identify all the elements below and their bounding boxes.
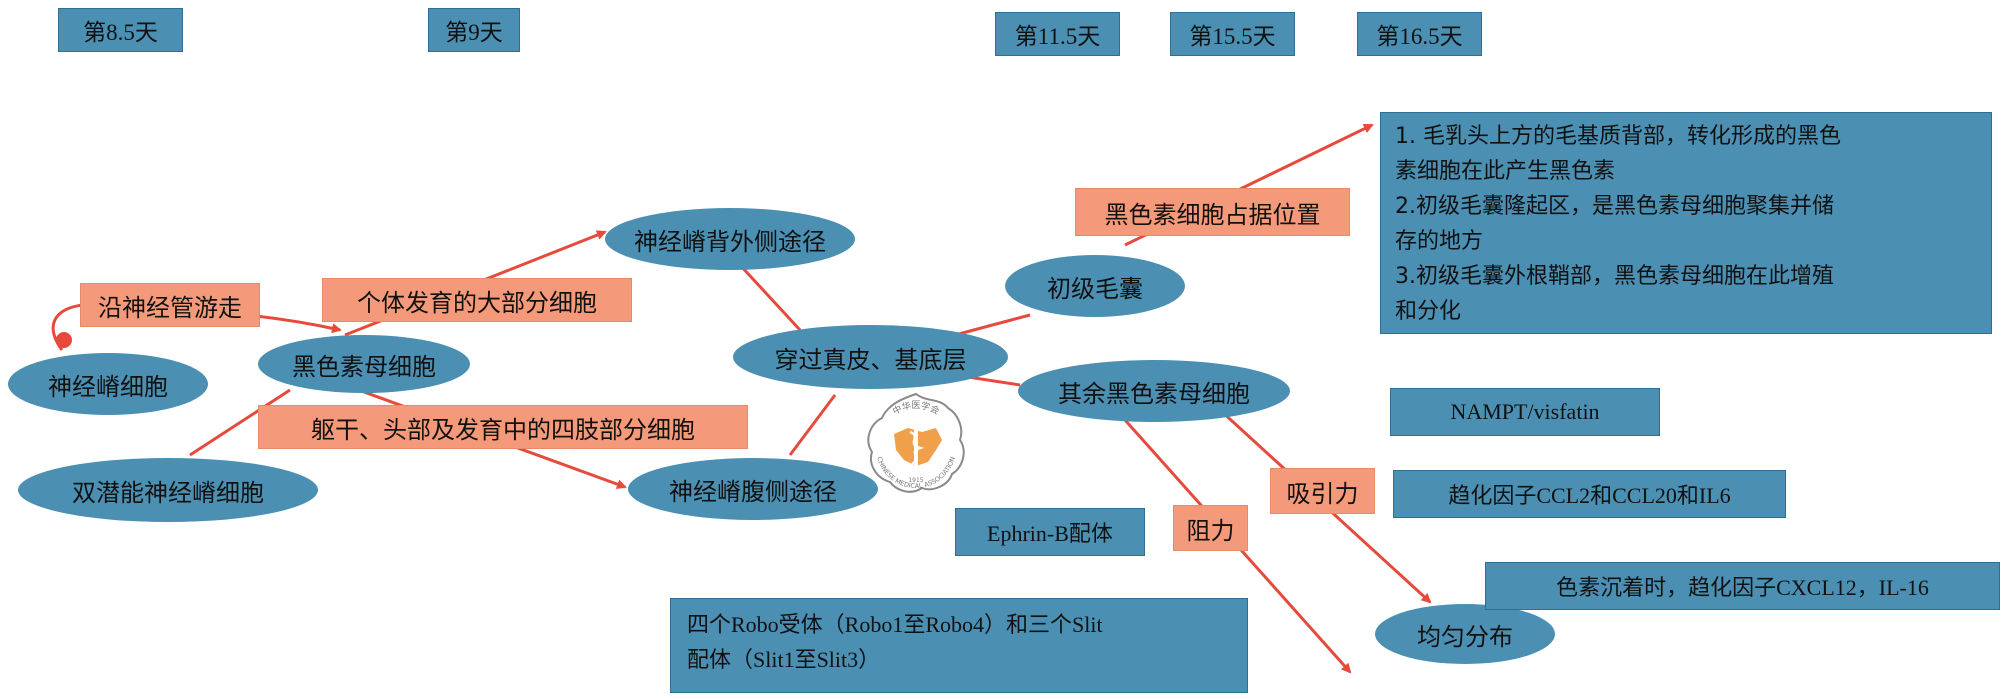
node-dorsolateral-path: 神经嵴背外侧途径	[605, 208, 855, 270]
edge-start-dot	[56, 332, 72, 348]
nampt-box: NAMPT/visfatin	[1390, 388, 1660, 436]
node-primary-follicle: 初级毛囊	[1005, 255, 1185, 317]
edge-dorsolateral-dermis	[738, 263, 802, 332]
association-logo: 中华医学会 CHINESE MEDICAL ASSOCIATION 1915	[867, 392, 965, 493]
follicle-info-line: 素细胞在此产生黑色素	[1395, 159, 1616, 184]
follicle-info-line: 3.初级毛囊外根鞘部，黑色素母细胞在此增殖	[1395, 264, 1834, 289]
svg-text:中华医学会: 中华医学会	[890, 399, 941, 417]
node-melanoblast: 黑色素母细胞	[258, 335, 470, 393]
edge-bipotent-melanoblast	[189, 388, 291, 457]
node-through-dermis: 穿过真皮、基底层	[733, 325, 1008, 389]
day-marker-16-5: 第16.5天	[1357, 12, 1482, 56]
ephrin-box: Ephrin-B配体	[955, 508, 1145, 556]
label-attraction: 吸引力	[1270, 468, 1375, 514]
edge-dermis-follicle	[954, 313, 1031, 337]
edge-ventral-dermis	[788, 394, 837, 456]
node-neural-crest-cell: 神经嵴细胞	[8, 353, 208, 415]
robo-slit-box: 四个Robo受体（Robo1至Robo4）和三个Slit 配体（Slit1至Sl…	[670, 598, 1248, 693]
day-marker-15-5: 第15.5天	[1170, 12, 1295, 56]
node-uniform-distribution: 均匀分布	[1375, 604, 1555, 664]
label-melanocyte-position: 黑色素细胞占据位置	[1075, 188, 1350, 236]
label-most-cells: 个体发育的大部分细胞	[322, 278, 632, 322]
day-marker-9: 第9天	[428, 8, 520, 52]
robo-slit-line: 四个Robo受体（Robo1至Robo4）和三个Slit	[687, 612, 1103, 637]
follicle-info-line: 存的地方	[1395, 229, 1484, 254]
follicle-info-box: 1. 毛乳头上方的毛基质背部，转化形成的黑色 素细胞在此产生黑色素 2.初级毛囊…	[1380, 112, 1992, 334]
chemokines-box: 趋化因子CCL2和CCL20和IL6	[1393, 470, 1786, 518]
node-bipotent-crest-cell: 双潜能神经嵴细胞	[18, 458, 318, 522]
logo-year: 1915	[908, 477, 923, 484]
pigmentation-box: 色素沉着时，趋化因子CXCL12，IL-16	[1485, 562, 2000, 610]
label-migrate-along-tube: 沿神经管游走	[80, 283, 260, 327]
node-remaining-melanoblasts: 其余黑色素母细胞	[1018, 360, 1290, 422]
logo-top-text: 中华医学会	[890, 399, 941, 417]
label-resistance: 阻力	[1173, 505, 1248, 551]
staff-icon	[914, 422, 918, 474]
follicle-info-line: 1. 毛乳头上方的毛基质背部，转化形成的黑色	[1395, 124, 1841, 149]
follicle-info-line: 和分化	[1395, 299, 1462, 324]
follicle-info-line: 2.初级毛囊隆起区，是黑色素母细胞聚集并储	[1395, 194, 1834, 219]
day-marker-8-5: 第8.5天	[58, 8, 183, 52]
day-marker-11-5: 第11.5天	[995, 12, 1120, 56]
node-ventral-path: 神经嵴腹侧途径	[628, 458, 878, 520]
robo-slit-line: 配体（Slit1至Slit3）	[687, 647, 881, 672]
label-trunk-head-limbs: 躯干、头部及发育中的四肢部分细胞	[258, 405, 748, 449]
